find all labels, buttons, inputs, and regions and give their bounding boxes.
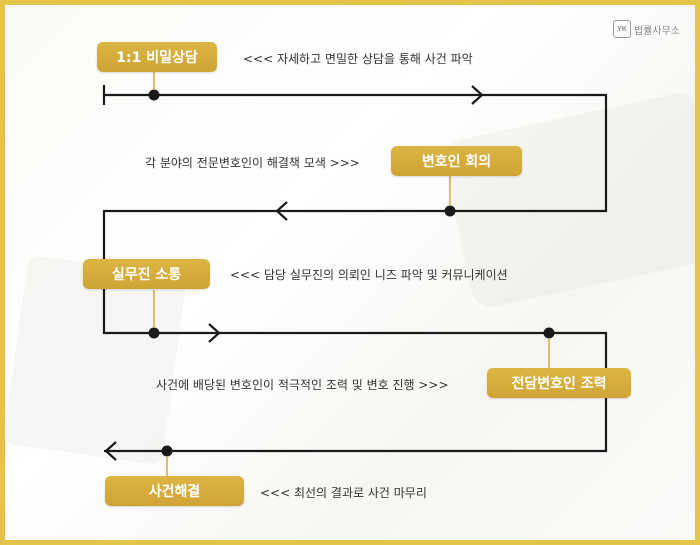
step-badge-3: 실무진 소통 — [83, 259, 210, 289]
step-badge-2: 변호인 회의 — [391, 146, 522, 176]
step-note-4: 사건에 배당된 변호인이 적극적인 조력 및 변호 진행 >>> — [156, 378, 449, 392]
step-note-2: 각 분야의 전문변호인이 해결책 모색 >>> — [145, 156, 360, 170]
arrow-right-2 — [208, 323, 221, 343]
step-note-5: <<< 최선의 결과로 사건 마무리 — [260, 486, 427, 500]
arrow-left-1 — [275, 201, 288, 221]
step-note-3: <<< 담당 실무진의 의뢰인 니즈 파악 및 커뮤니케이션 — [230, 268, 508, 282]
logo-text: 법률사무소 — [634, 25, 680, 37]
step-badge-4: 전담변호인 조력 — [487, 368, 631, 398]
logo-mark-icon: YK — [613, 20, 631, 38]
node-5 — [161, 445, 173, 457]
node-3 — [148, 327, 160, 339]
step-badge-1: 1:1 비밀상담 — [97, 42, 217, 72]
arrow-right-1 — [471, 85, 484, 105]
node-2 — [444, 205, 456, 217]
step-badge-5: 사건해결 — [105, 476, 244, 506]
step-note-1: <<< 자세하고 면밀한 상담을 통해 사건 파악 — [243, 52, 473, 66]
node-4 — [543, 327, 555, 339]
node-1 — [148, 89, 160, 101]
logo: YK 법률사무소 — [613, 20, 680, 38]
arrow-left-2 — [104, 441, 117, 461]
